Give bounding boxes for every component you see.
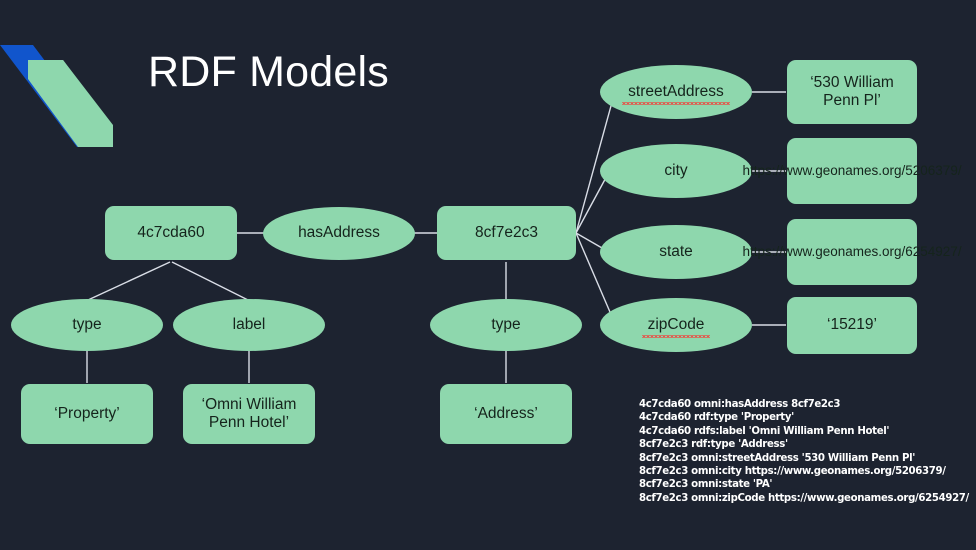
node-predicate-zipcode[interactable]: zipCode [600, 298, 752, 352]
edge-property-type [87, 261, 171, 301]
node-value-streetaddress[interactable]: ‘530 William Penn Pl’ [787, 60, 917, 124]
triple-line: 4c7cda60 rdfs:label 'Omni William Penn H… [639, 425, 890, 437]
edge-address-city [575, 171, 610, 234]
node-value-property[interactable]: ‘Property’ [21, 384, 153, 444]
node-value-city[interactable]: https://www.geonames.org/5206379/ [742, 138, 962, 204]
node-value-zipcode[interactable]: ‘15219’ [787, 297, 917, 354]
node-predicate-type-center[interactable]: type [430, 299, 582, 351]
triple-line: 8cf7e2c3 rdf:type 'Address' [639, 439, 788, 451]
edge-address-streetaddress [575, 94, 615, 234]
node-predicate-hasaddress[interactable]: hasAddress [263, 207, 415, 260]
node-value-state[interactable]: https://www.geonames.org/6254927/ [742, 219, 962, 285]
node-subject-address[interactable]: 8cf7e2c3 [437, 206, 576, 260]
triple-line: 8cf7e2c3 omni:city https://www.geonames.… [639, 466, 946, 478]
node-predicate-label[interactable]: label [173, 299, 325, 351]
logo-icon [0, 45, 113, 147]
triples-list: 4c7cda60 omni:hasAddress 8cf7e2c3 4c7cda6… [639, 398, 969, 505]
edge-property-label [171, 261, 249, 301]
triple-line: 8cf7e2c3 omni:state 'PA' [639, 479, 773, 491]
triple-line: 4c7cda60 omni:hasAddress 8cf7e2c3 [639, 399, 841, 410]
node-predicate-state[interactable]: state [600, 225, 752, 279]
node-predicate-streetaddress[interactable]: streetAddress [600, 65, 752, 119]
triple-line: 8cf7e2c3 omni:streetAddress '530 William… [639, 452, 916, 464]
node-predicate-type-left[interactable]: type [11, 299, 163, 351]
node-value-hotel[interactable]: ‘Omni William Penn Hotel’ [183, 384, 315, 444]
triple-line: 4c7cda60 rdf:type 'Property' [639, 412, 794, 424]
node-subject-property[interactable]: 4c7cda60 [105, 206, 237, 260]
node-predicate-city[interactable]: city [600, 144, 752, 198]
page-title: RDF Models [148, 48, 389, 96]
triple-line: 8cf7e2c3 omni:zipCode https://www.geonam… [639, 492, 969, 504]
node-value-address[interactable]: ‘Address’ [440, 384, 572, 444]
